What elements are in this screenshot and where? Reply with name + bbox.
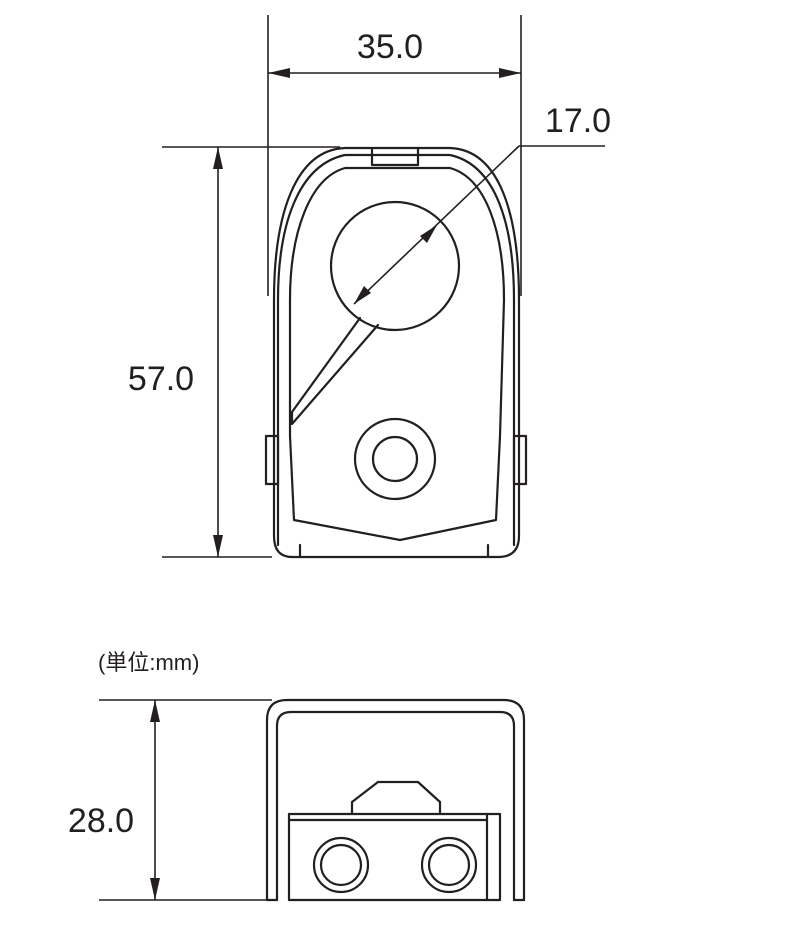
side-view	[265, 698, 526, 902]
width-dimension: 35.0	[267, 15, 522, 296]
side-top-bump	[350, 780, 442, 816]
depth-dimension: 28.0	[68, 699, 272, 901]
large-hole	[329, 200, 461, 332]
right-side-slot	[512, 434, 528, 486]
width-dimension-label: 35.0	[357, 28, 423, 66]
hole-diameter-label: 17.0	[545, 102, 611, 140]
hole-diameter-dimension: 17.0	[353, 102, 611, 305]
side-hole-right-outer	[420, 836, 478, 894]
height-dimension-label: 57.0	[128, 360, 194, 398]
side-hole-left-outer	[312, 836, 370, 894]
slit	[290, 316, 380, 426]
front-inner-outline	[276, 153, 516, 547]
height-dimension: 57.0	[128, 146, 340, 558]
top-notch	[370, 146, 420, 167]
side-block	[287, 812, 502, 902]
small-hole-outer	[353, 417, 437, 501]
side-hole-right-inner	[427, 843, 471, 887]
side-outer-channel	[265, 698, 526, 902]
front-outer-outline	[272, 146, 521, 559]
small-hole-inner	[371, 435, 419, 483]
side-inner-channel	[275, 710, 516, 902]
side-hole-left-inner	[319, 843, 363, 887]
front-view	[264, 146, 528, 559]
left-side-slot	[264, 434, 280, 486]
depth-dimension-label: 28.0	[68, 802, 134, 840]
unit-note: (単位:mm)	[98, 650, 199, 675]
inner-plate-outline	[288, 166, 506, 542]
